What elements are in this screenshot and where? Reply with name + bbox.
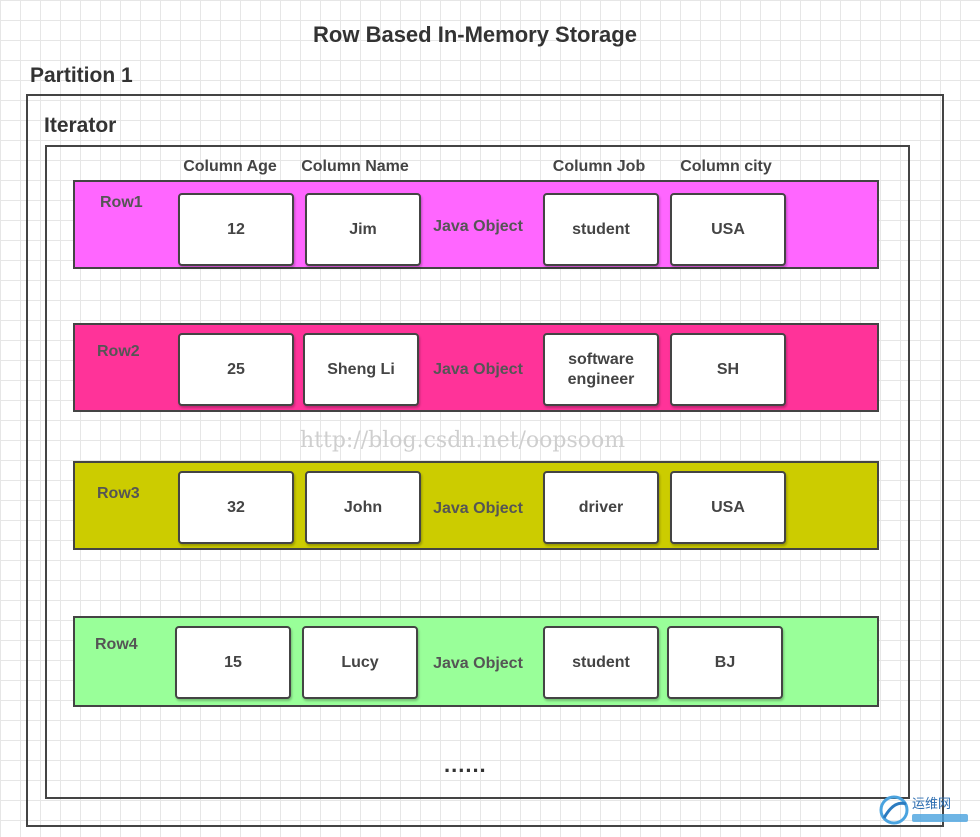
column-header-city: Column city	[680, 158, 772, 175]
partition-box	[26, 94, 944, 827]
row-label: Row3	[97, 485, 140, 502]
iterator-box	[45, 145, 910, 799]
cell-job: driver	[543, 471, 659, 544]
site-logo-icon: 运维网	[879, 795, 968, 825]
row-1: Row1 12 Jim Java Object student USA	[73, 180, 879, 269]
row-4: Row4 15 Lucy Java Object student BJ	[73, 616, 879, 707]
java-object-label: Java Object	[433, 361, 523, 378]
cell-age: 32	[178, 471, 294, 544]
row-label: Row1	[100, 194, 143, 211]
java-object-label: Java Object	[433, 655, 523, 672]
cell-city: USA	[670, 193, 786, 266]
column-header-age: Column Age	[183, 158, 277, 175]
cell-age: 15	[175, 626, 291, 699]
more-rows-ellipsis: ......	[444, 752, 487, 777]
cell-name: Sheng Li	[303, 333, 419, 406]
column-header-job: Column Job	[552, 158, 646, 175]
cell-city: USA	[670, 471, 786, 544]
cell-job: software engineer	[543, 333, 659, 406]
cell-name: Jim	[305, 193, 421, 266]
row-2: Row2 25 Sheng Li Java Object software en…	[73, 323, 879, 412]
column-header-name: Column Name	[301, 158, 409, 175]
cell-name: Lucy	[302, 626, 418, 699]
cell-name: John	[305, 471, 421, 544]
cell-city: BJ	[667, 626, 783, 699]
cell-job: student	[543, 626, 659, 699]
row-3: Row3 32 John Java Object driver USA	[73, 461, 879, 550]
cell-age: 12	[178, 193, 294, 266]
java-object-label: Java Object	[433, 218, 523, 235]
logo-text: 运维网	[912, 797, 951, 812]
cell-city: SH	[670, 333, 786, 406]
iterator-label: Iterator	[44, 114, 117, 137]
partition-label: Partition 1	[30, 64, 133, 87]
row-label: Row4	[95, 636, 138, 653]
java-object-label: Java Object	[433, 500, 523, 517]
cell-age: 25	[178, 333, 294, 406]
row-label: Row2	[97, 343, 140, 360]
cell-job: student	[543, 193, 659, 266]
diagram-title: Row Based In-Memory Storage	[313, 22, 637, 47]
watermark-text: http://blog.csdn.net/oopsoom	[300, 428, 626, 453]
